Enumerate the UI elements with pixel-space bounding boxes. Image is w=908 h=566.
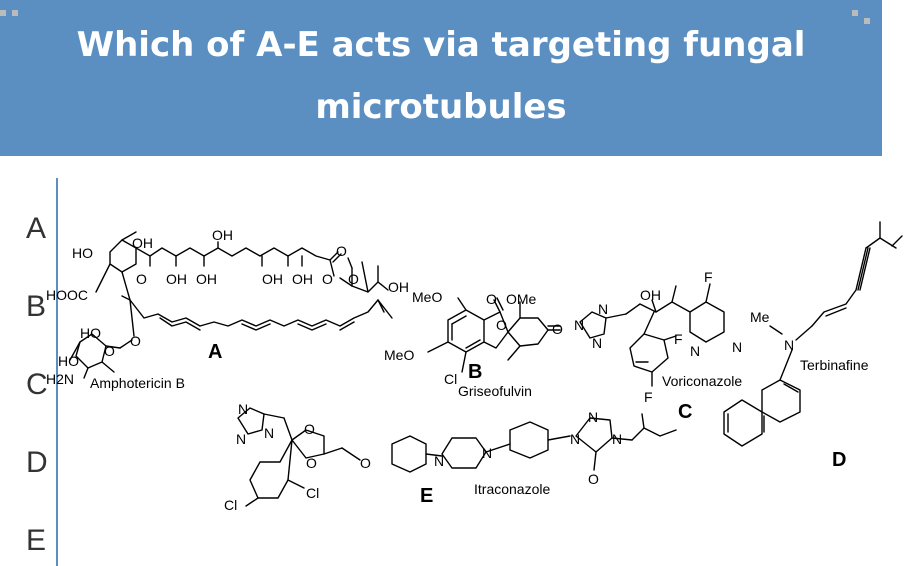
compound-name-e: Itraconazole (474, 481, 550, 497)
atom-label: N (570, 431, 580, 447)
structure-d-bonds (723, 221, 903, 447)
atom-label: OH (196, 271, 217, 287)
corner-marker (852, 10, 858, 16)
atom-label: O (306, 455, 317, 471)
atom-label: OMe (506, 291, 537, 307)
atom-label: MeO (384, 347, 414, 363)
atom-label: OH (640, 287, 661, 303)
atom-label: O (486, 291, 497, 307)
structure-c-bonds (579, 283, 725, 387)
atom-label: N (434, 453, 444, 469)
atom-label: H2N (46, 371, 74, 387)
structure-b-bonds (427, 297, 561, 373)
compound-name-a: Amphotericin B (90, 375, 185, 391)
atom-label: N (238, 401, 248, 417)
atom-label: O (304, 421, 315, 437)
title-banner (0, 0, 882, 156)
atom-label: O (348, 271, 359, 287)
atom-label: O (336, 243, 347, 259)
atom-label: O (104, 343, 115, 359)
compound-name-b: Griseofulvin (458, 383, 532, 399)
atom-label: N (236, 431, 246, 447)
atom-label: N (784, 337, 794, 353)
atom-label: MeO (412, 289, 442, 305)
corner-marker (864, 18, 870, 24)
atom-label: O (496, 317, 507, 333)
atom-label: O (136, 271, 147, 287)
atom-label: N (264, 425, 274, 441)
atom-label: F (644, 389, 653, 405)
atom-label: N (588, 409, 598, 425)
atom-label: O (322, 271, 333, 287)
option-divider (56, 178, 58, 566)
atom-label: OH (212, 227, 233, 243)
atom-label: OH (166, 271, 187, 287)
atom-label: Cl (224, 497, 237, 513)
atom-label: Cl (306, 485, 319, 501)
atom-label: N (574, 317, 584, 333)
option-label-b: B (26, 290, 47, 323)
atom-label: O (130, 333, 141, 349)
atom-label: OH (292, 271, 313, 287)
atom-label: HO (80, 325, 101, 341)
structure-a-bonds (69, 231, 393, 379)
atom-label: O (588, 471, 599, 487)
atom-label: N (612, 431, 622, 447)
atom-label: HO (72, 245, 93, 261)
atom-label: Cl (444, 371, 457, 387)
compound-name-c: Voriconazole (662, 373, 742, 389)
compound-name-d: Terbinafine (800, 357, 869, 373)
atom-label: OH (388, 279, 409, 295)
atom-label: N (690, 343, 700, 359)
atom-label: F (674, 331, 683, 347)
atom-label: O (360, 455, 371, 471)
atom-label: N (592, 335, 602, 351)
atom-label: F (704, 269, 713, 285)
option-label-a: A (26, 212, 47, 245)
atom-label: OH (262, 271, 283, 287)
option-label-c: C (26, 368, 48, 401)
corner-marker (12, 10, 18, 16)
atom-label: Me (750, 309, 770, 325)
slide-title: Which of A-E acts via targeting fungal m… (76, 25, 806, 127)
structure-e-bonds (237, 407, 677, 507)
atom-label: OH (132, 235, 153, 251)
structure-letter-b: B (468, 361, 482, 383)
atom-label: O (552, 321, 563, 337)
atom-label: N (598, 301, 608, 317)
atom-label: N (482, 445, 492, 461)
atom-label: HOOC (46, 287, 88, 303)
option-label-e: E (26, 524, 47, 557)
structure-letter-e: E (420, 485, 433, 507)
structure-letter-d: D (832, 449, 846, 471)
option-label-d: D (26, 446, 48, 479)
atom-label: N (732, 339, 742, 355)
structure-letter-c: C (678, 401, 692, 423)
atom-label: HO (58, 353, 79, 369)
structure-letter-a: A (208, 341, 222, 363)
corner-marker (0, 10, 6, 16)
